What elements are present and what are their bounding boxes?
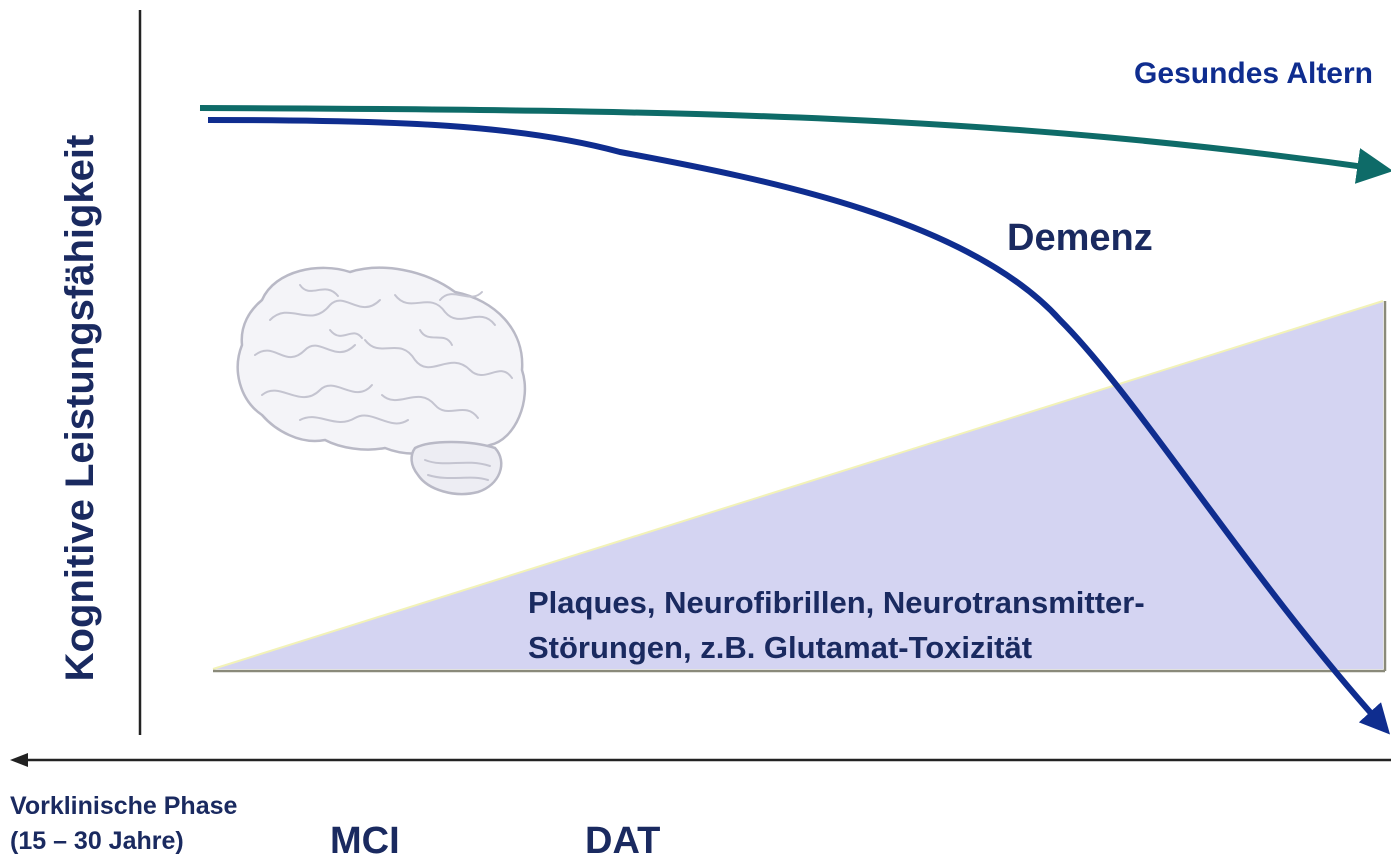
pathology-top-edge	[212, 300, 1384, 670]
pathology-label-line1: Plaques, Neurofibrillen, Neurotransmitte…	[528, 585, 1145, 620]
pathology-label-line2: Störungen, z.B. Glutamat-Toxizität	[528, 630, 1032, 665]
dementia-label: Demenz	[1007, 217, 1153, 259]
dat-label: DAT	[585, 820, 660, 859]
brain-icon	[236, 266, 527, 496]
preclinical-duration-label: (15 – 30 Jahre)	[10, 827, 184, 855]
dementia-curve	[207, 117, 1391, 735]
preclinical-phase-label: Vorklinische Phase	[10, 792, 238, 820]
healthy-aging-label: Gesundes Altern	[1134, 57, 1373, 90]
x-axis-arrowhead	[10, 753, 28, 767]
mci-label: MCI	[330, 820, 400, 859]
y-axis-label: Kognitive Leistungsfähigkeit	[58, 135, 102, 682]
pathology-triangle	[212, 300, 1387, 673]
healthy-aging-curve	[199, 105, 1391, 184]
